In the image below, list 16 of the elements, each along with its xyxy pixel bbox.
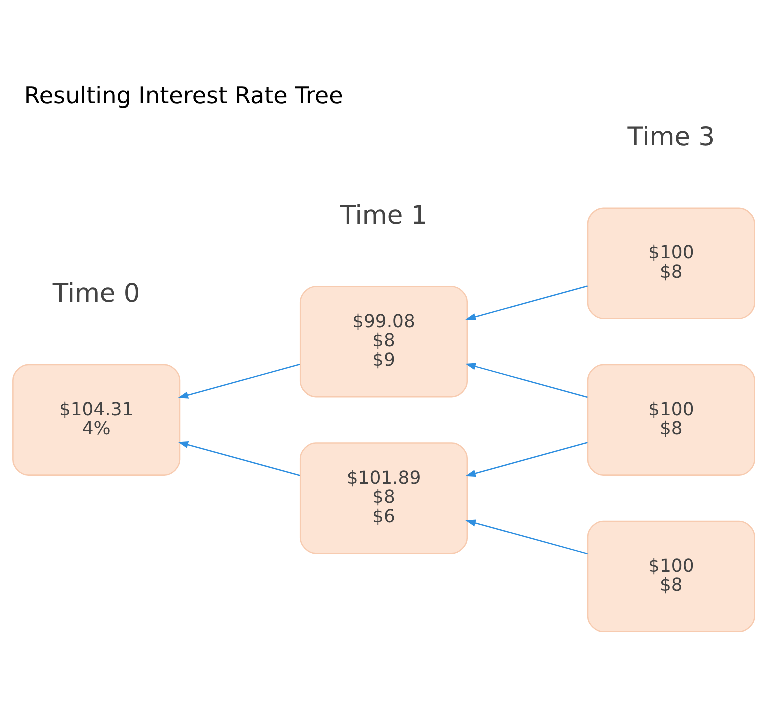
arrow bbox=[178, 441, 300, 476]
arrow bbox=[466, 442, 588, 478]
node-box: $104.31 4% bbox=[12, 364, 181, 476]
label: Time 0 bbox=[52, 279, 140, 310]
label: Time 3 bbox=[628, 122, 716, 153]
arrow bbox=[466, 286, 588, 321]
diagram-title: Resulting Interest Rate Tree bbox=[24, 84, 344, 110]
arrow bbox=[466, 363, 588, 398]
node-box: $100 $8 bbox=[587, 520, 756, 633]
node-box: $101.89 $8 $6 bbox=[300, 442, 468, 554]
label: Time 1 bbox=[340, 200, 428, 231]
node-box: $100 $8 bbox=[587, 208, 756, 320]
arrow bbox=[178, 364, 300, 399]
arrow bbox=[466, 520, 588, 555]
node-box: $100 $8 bbox=[587, 364, 756, 476]
node-box: $99.08 $8 $9 bbox=[300, 286, 468, 398]
